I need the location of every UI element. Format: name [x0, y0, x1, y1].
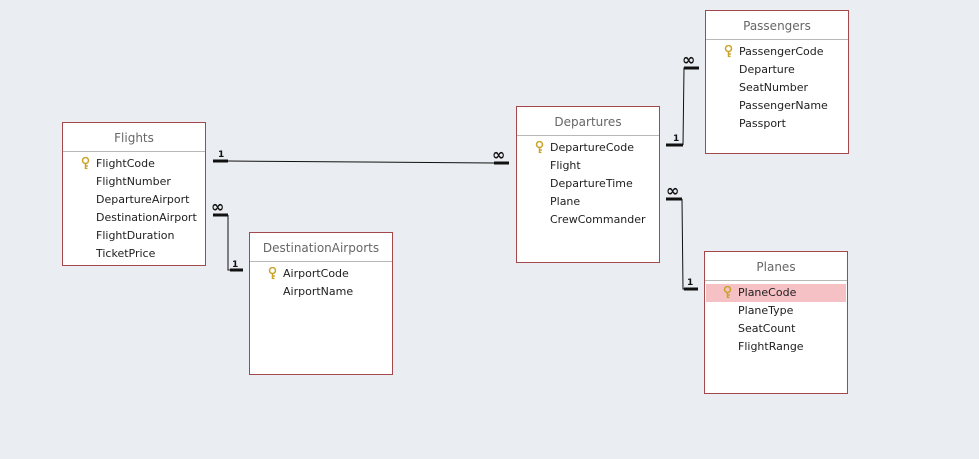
relationship-line: [682, 67, 686, 146]
relationship-line: [681, 198, 685, 290]
field-name: DepartureCode: [550, 141, 634, 154]
cardinality-one: 1: [218, 150, 224, 160]
table-destinationairports[interactable]: DestinationAirports AirportCode AirportN…: [249, 232, 393, 375]
cardinality-many: ∞: [211, 197, 224, 216]
field-seatnumber[interactable]: SeatNumber: [739, 81, 808, 94]
relationship-departures-passengers[interactable]: 1 ∞: [666, 50, 699, 147]
table-flights[interactable]: Flights FlightCode FlightNumber Departur…: [62, 122, 206, 266]
field-passengercode[interactable]: PassengerCode: [707, 43, 847, 61]
field-departure[interactable]: Departure: [739, 63, 795, 76]
field-plane[interactable]: Plane: [550, 195, 581, 208]
relationship-flights-destinationairports[interactable]: ∞ 1: [211, 197, 243, 272]
field-flightnumber[interactable]: FlightNumber: [96, 175, 171, 188]
key-icon: [268, 267, 277, 280]
cardinality-one: 1: [232, 260, 238, 270]
table-title[interactable]: Flights: [63, 123, 205, 152]
field-seatcount[interactable]: SeatCount: [738, 322, 796, 335]
field-airportcode[interactable]: AirportCode: [251, 265, 391, 283]
field-destinationairport[interactable]: DestinationAirport: [96, 211, 197, 224]
field-name: PassengerCode: [739, 45, 824, 58]
field-flight[interactable]: Flight: [550, 159, 581, 172]
relationship-departures-planes[interactable]: ∞ 1: [666, 181, 698, 291]
relationship-line: [227, 160, 495, 164]
field-flightduration[interactable]: FlightDuration: [96, 229, 175, 242]
field-departurecode[interactable]: DepartureCode: [518, 139, 658, 157]
field-planetype[interactable]: PlaneType: [738, 304, 794, 317]
field-ticketprice[interactable]: TicketPrice: [96, 247, 156, 260]
table-title[interactable]: Passengers: [706, 11, 848, 40]
field-crewcommander[interactable]: CrewCommander: [550, 213, 646, 226]
table-title[interactable]: DestinationAirports: [250, 233, 392, 262]
field-departureairport[interactable]: DepartureAirport: [96, 193, 190, 206]
field-flightrange[interactable]: FlightRange: [738, 340, 804, 353]
relationship-line: [227, 215, 230, 271]
table-passengers[interactable]: Passengers PassengerCode Departure SeatN…: [705, 10, 849, 154]
key-icon: [535, 141, 544, 154]
key-icon: [723, 286, 732, 299]
cardinality-many: ∞: [666, 181, 679, 200]
field-flightcode[interactable]: FlightCode: [64, 155, 204, 173]
cardinality-one: 1: [673, 134, 679, 144]
field-passport[interactable]: Passport: [739, 117, 786, 130]
key-icon: [81, 157, 90, 170]
table-departures[interactable]: Departures DepartureCode Flight Departur…: [516, 106, 660, 263]
field-name: FlightCode: [96, 157, 155, 170]
table-title[interactable]: Departures: [517, 107, 659, 136]
field-name: AirportCode: [283, 267, 349, 280]
field-planecode[interactable]: PlaneCode: [706, 284, 846, 302]
cardinality-many: ∞: [492, 145, 505, 164]
field-name: PlaneCode: [738, 286, 797, 299]
cardinality-many: ∞: [682, 50, 695, 69]
field-departuretime[interactable]: DepartureTime: [550, 177, 633, 190]
relationship-flights-departures[interactable]: 1 ∞: [213, 145, 509, 165]
cardinality-one: 1: [687, 278, 693, 288]
table-title[interactable]: Planes: [705, 252, 847, 281]
field-passengername[interactable]: PassengerName: [739, 99, 828, 112]
key-icon: [724, 45, 733, 58]
field-airportname[interactable]: AirportName: [283, 285, 354, 298]
table-planes[interactable]: Planes PlaneCode PlaneType SeatCount Fli…: [704, 251, 848, 394]
